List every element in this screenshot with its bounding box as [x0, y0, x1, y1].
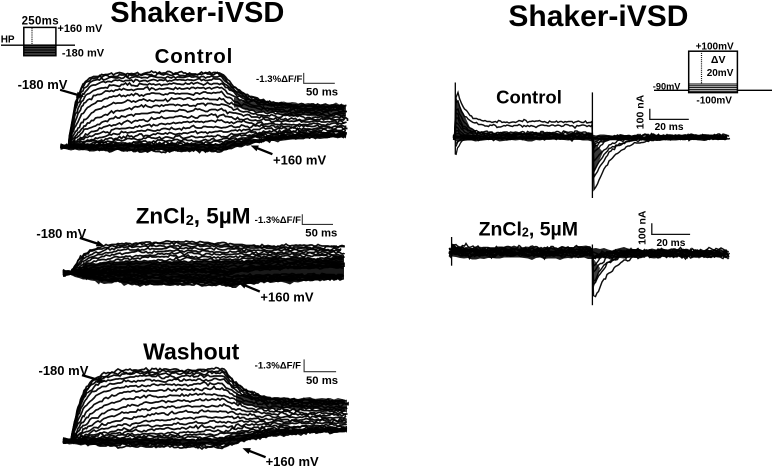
svg-text:+160 mV: +160 mV	[57, 23, 103, 35]
svg-text:+100mV: +100mV	[696, 42, 734, 53]
svg-text:20 ms: 20 ms	[655, 122, 684, 133]
svg-text:+160 mV: +160 mV	[266, 454, 319, 467]
svg-text:100 nA: 100 nA	[635, 94, 647, 129]
svg-text:+160 mV: +160 mV	[273, 153, 326, 168]
svg-text:Control: Control	[155, 45, 233, 68]
svg-text:20mV: 20mV	[707, 68, 734, 79]
svg-text:50 ms: 50 ms	[305, 227, 337, 239]
svg-text:100 nA: 100 nA	[636, 210, 648, 245]
svg-text:Control: Control	[496, 87, 562, 108]
svg-text:50 ms: 50 ms	[306, 375, 338, 387]
svg-text:50 ms: 50 ms	[306, 86, 338, 98]
svg-text:-180 mV: -180 mV	[18, 77, 68, 92]
svg-text:HP: HP	[1, 34, 15, 45]
svg-text:ΔV: ΔV	[711, 54, 726, 66]
svg-text:-1.3%ΔF/F: -1.3%ΔF/F	[255, 361, 301, 372]
svg-text:ZnCl2, 5µM: ZnCl2, 5µM	[479, 218, 578, 240]
svg-text:Washout: Washout	[143, 338, 240, 364]
svg-text:Shaker-iVSD: Shaker-iVSD	[508, 0, 688, 33]
svg-text:-90mV: -90mV	[653, 82, 681, 92]
svg-text:Shaker-iVSD: Shaker-iVSD	[110, 0, 284, 29]
svg-text:-1.3%ΔF/F: -1.3%ΔF/F	[256, 74, 302, 85]
svg-text:-180 mV: -180 mV	[39, 363, 89, 378]
svg-text:-1.3%ΔF/F: -1.3%ΔF/F	[255, 215, 301, 226]
svg-text:-180 mV: -180 mV	[36, 226, 86, 241]
svg-text:+160 mV: +160 mV	[260, 289, 313, 304]
svg-text:-180 mV: -180 mV	[62, 47, 105, 59]
svg-text:250ms: 250ms	[22, 15, 59, 27]
svg-text:20 ms: 20 ms	[657, 238, 686, 249]
svg-text:-100mV: -100mV	[696, 95, 732, 106]
